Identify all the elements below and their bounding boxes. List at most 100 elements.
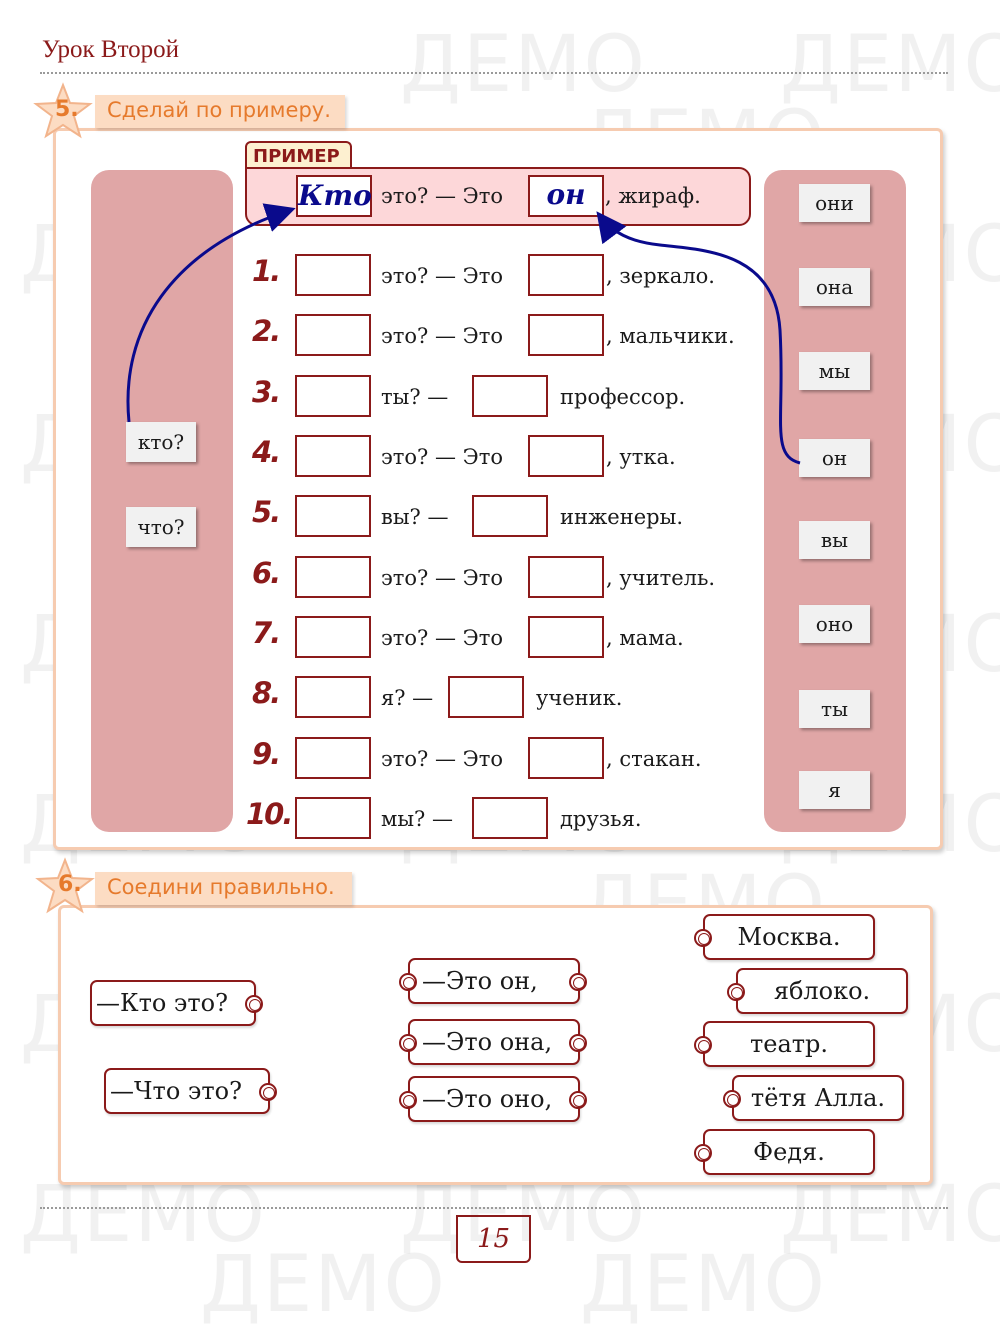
answer-box-2[interactable]	[528, 737, 604, 779]
exercise-row: 7.это? — Это, мама.	[0, 612, 1000, 662]
row-number: 8.	[252, 676, 281, 710]
ending-pill-4-label: Федя.	[753, 1138, 825, 1166]
answer-box-2[interactable]	[528, 616, 604, 658]
arrow-kto	[126, 203, 296, 423]
word-chip-1[interactable]: что?	[126, 507, 196, 547]
connector-dot-right[interactable]	[569, 1034, 587, 1052]
answer-box-2[interactable]	[472, 797, 548, 839]
pronoun-chip-7[interactable]: я	[799, 771, 870, 809]
answer-box-2[interactable]	[528, 556, 604, 598]
connector-dot-left[interactable]	[727, 983, 745, 1001]
answer-box-2[interactable]	[448, 676, 524, 718]
ending-pill-4[interactable]: Федя.	[694, 1129, 875, 1175]
example-box-1: Кто	[296, 175, 372, 217]
answer-box-1[interactable]	[295, 797, 371, 839]
ending-pill-0[interactable]: Москва.	[694, 914, 875, 960]
connector-dot-left[interactable]	[399, 1091, 417, 1109]
answer-box-1[interactable]	[295, 616, 371, 658]
answer-box-2[interactable]	[528, 435, 604, 477]
row-number: 9.	[252, 737, 281, 771]
question-chto[interactable]: —Что это?	[104, 1068, 277, 1114]
connector-dot-left[interactable]	[399, 973, 417, 991]
pronoun-chip-1[interactable]: она	[799, 268, 870, 306]
answer-box-1[interactable]	[295, 556, 371, 598]
row-question: это? — Это	[381, 566, 503, 590]
pronoun-chip-2[interactable]: мы	[799, 352, 870, 390]
row-question: это? — Это	[381, 747, 503, 771]
answer-box-1[interactable]	[295, 495, 371, 537]
row-number: 1.	[252, 254, 281, 288]
row-number: 2.	[252, 314, 281, 348]
answer-box-1[interactable]	[295, 375, 371, 417]
header-divider	[40, 72, 948, 74]
word-chip-0[interactable]: кто?	[126, 422, 196, 462]
star-icon	[35, 857, 95, 914]
connector-dot-right[interactable]	[569, 1091, 587, 1109]
pronoun-chip-3[interactable]: он	[799, 439, 870, 477]
example-row: Кто это? — Это он , жираф.	[245, 167, 751, 226]
row-question: это? — Это	[381, 626, 503, 650]
ending-pill-1[interactable]: яблоко.	[727, 968, 908, 1014]
row-ending: , мама.	[606, 626, 684, 650]
answer-box-2[interactable]	[472, 375, 548, 417]
ending-pill-2[interactable]: театр.	[694, 1021, 875, 1067]
exercise-row: 8.я? —ученик.	[0, 672, 1000, 722]
answer-box-1[interactable]	[295, 737, 371, 779]
exercise-row: 5.вы? —инженеры.	[0, 491, 1000, 541]
lesson-title: Урок Второй	[42, 36, 180, 63]
connector-dot-left[interactable]	[723, 1090, 741, 1108]
ending-pill-3[interactable]: тётя Алла.	[723, 1075, 904, 1121]
answer-pill-2[interactable]: —Это оно,	[399, 1076, 587, 1122]
ending-pill-1-label: яблоко.	[773, 977, 871, 1005]
row-question: я? —	[381, 686, 434, 710]
pronoun-chip-4[interactable]: вы	[799, 521, 870, 559]
connector-dot-right[interactable]	[245, 995, 263, 1013]
connector-dot-right[interactable]	[259, 1083, 277, 1101]
row-ending: , зеркало.	[606, 264, 715, 288]
answer-box-1[interactable]	[295, 314, 371, 356]
answer-pill-1[interactable]: —Это она,	[399, 1019, 587, 1065]
watermark: ДЕМО	[580, 1240, 827, 1330]
connector-dot-left[interactable]	[694, 1036, 712, 1054]
pronoun-chip-0[interactable]: они	[799, 184, 870, 222]
exercise-6-star: 6.	[35, 857, 95, 921]
exercise-5-number: 5.	[55, 97, 79, 122]
row-ending: профессор.	[560, 385, 686, 409]
pronoun-chip-6[interactable]: ты	[799, 690, 870, 728]
exercise-row: 3.ты? —профессор.	[0, 371, 1000, 421]
example-arrows	[126, 203, 801, 465]
arrow-on	[596, 211, 801, 465]
answer-box-2[interactable]	[528, 314, 604, 356]
question-kto[interactable]: —Кто это?	[90, 980, 263, 1026]
exercise-row: 2.это? — Это, мальчики.	[0, 310, 1000, 360]
answer-box-1[interactable]	[295, 676, 371, 718]
pronoun-chip-5[interactable]: оно	[799, 605, 870, 643]
connector-dot-left[interactable]	[399, 1034, 417, 1052]
connector-dot-left[interactable]	[694, 1144, 712, 1162]
example-end: , жираф.	[605, 184, 701, 208]
row-question: вы? —	[381, 505, 449, 529]
connector-dot-right[interactable]	[569, 973, 587, 991]
row-ending: друзья.	[560, 807, 642, 831]
answer-box-2[interactable]	[528, 254, 604, 296]
example-box-2: он	[528, 175, 604, 217]
answer-box-1[interactable]	[295, 254, 371, 296]
row-number: 6.	[252, 556, 281, 590]
answer-box-1[interactable]	[295, 435, 371, 477]
row-question: это? — Это	[381, 445, 503, 469]
answer-pill-0[interactable]: —Это он,	[399, 958, 587, 1004]
row-ending: , мальчики.	[606, 324, 735, 348]
row-number: 4.	[252, 435, 281, 469]
answer-box-2[interactable]	[472, 495, 548, 537]
question-kto-label: —Кто это?	[96, 989, 228, 1017]
row-ending: , учитель.	[606, 566, 716, 590]
exercise-row: 6. это? — Это , учитель.	[0, 552, 1000, 602]
exercise-row: 9.это? — Это, стакан.	[0, 733, 1000, 783]
connector-dot-left[interactable]	[694, 929, 712, 947]
footer-divider	[40, 1207, 948, 1209]
page-number: 15	[456, 1215, 531, 1263]
example-label: ПРИМЕР	[245, 141, 352, 171]
answer-pill-2-label: —Это оно,	[422, 1085, 553, 1113]
row-number: 5.	[252, 495, 281, 529]
watermark: ДЕМО	[200, 1240, 447, 1330]
